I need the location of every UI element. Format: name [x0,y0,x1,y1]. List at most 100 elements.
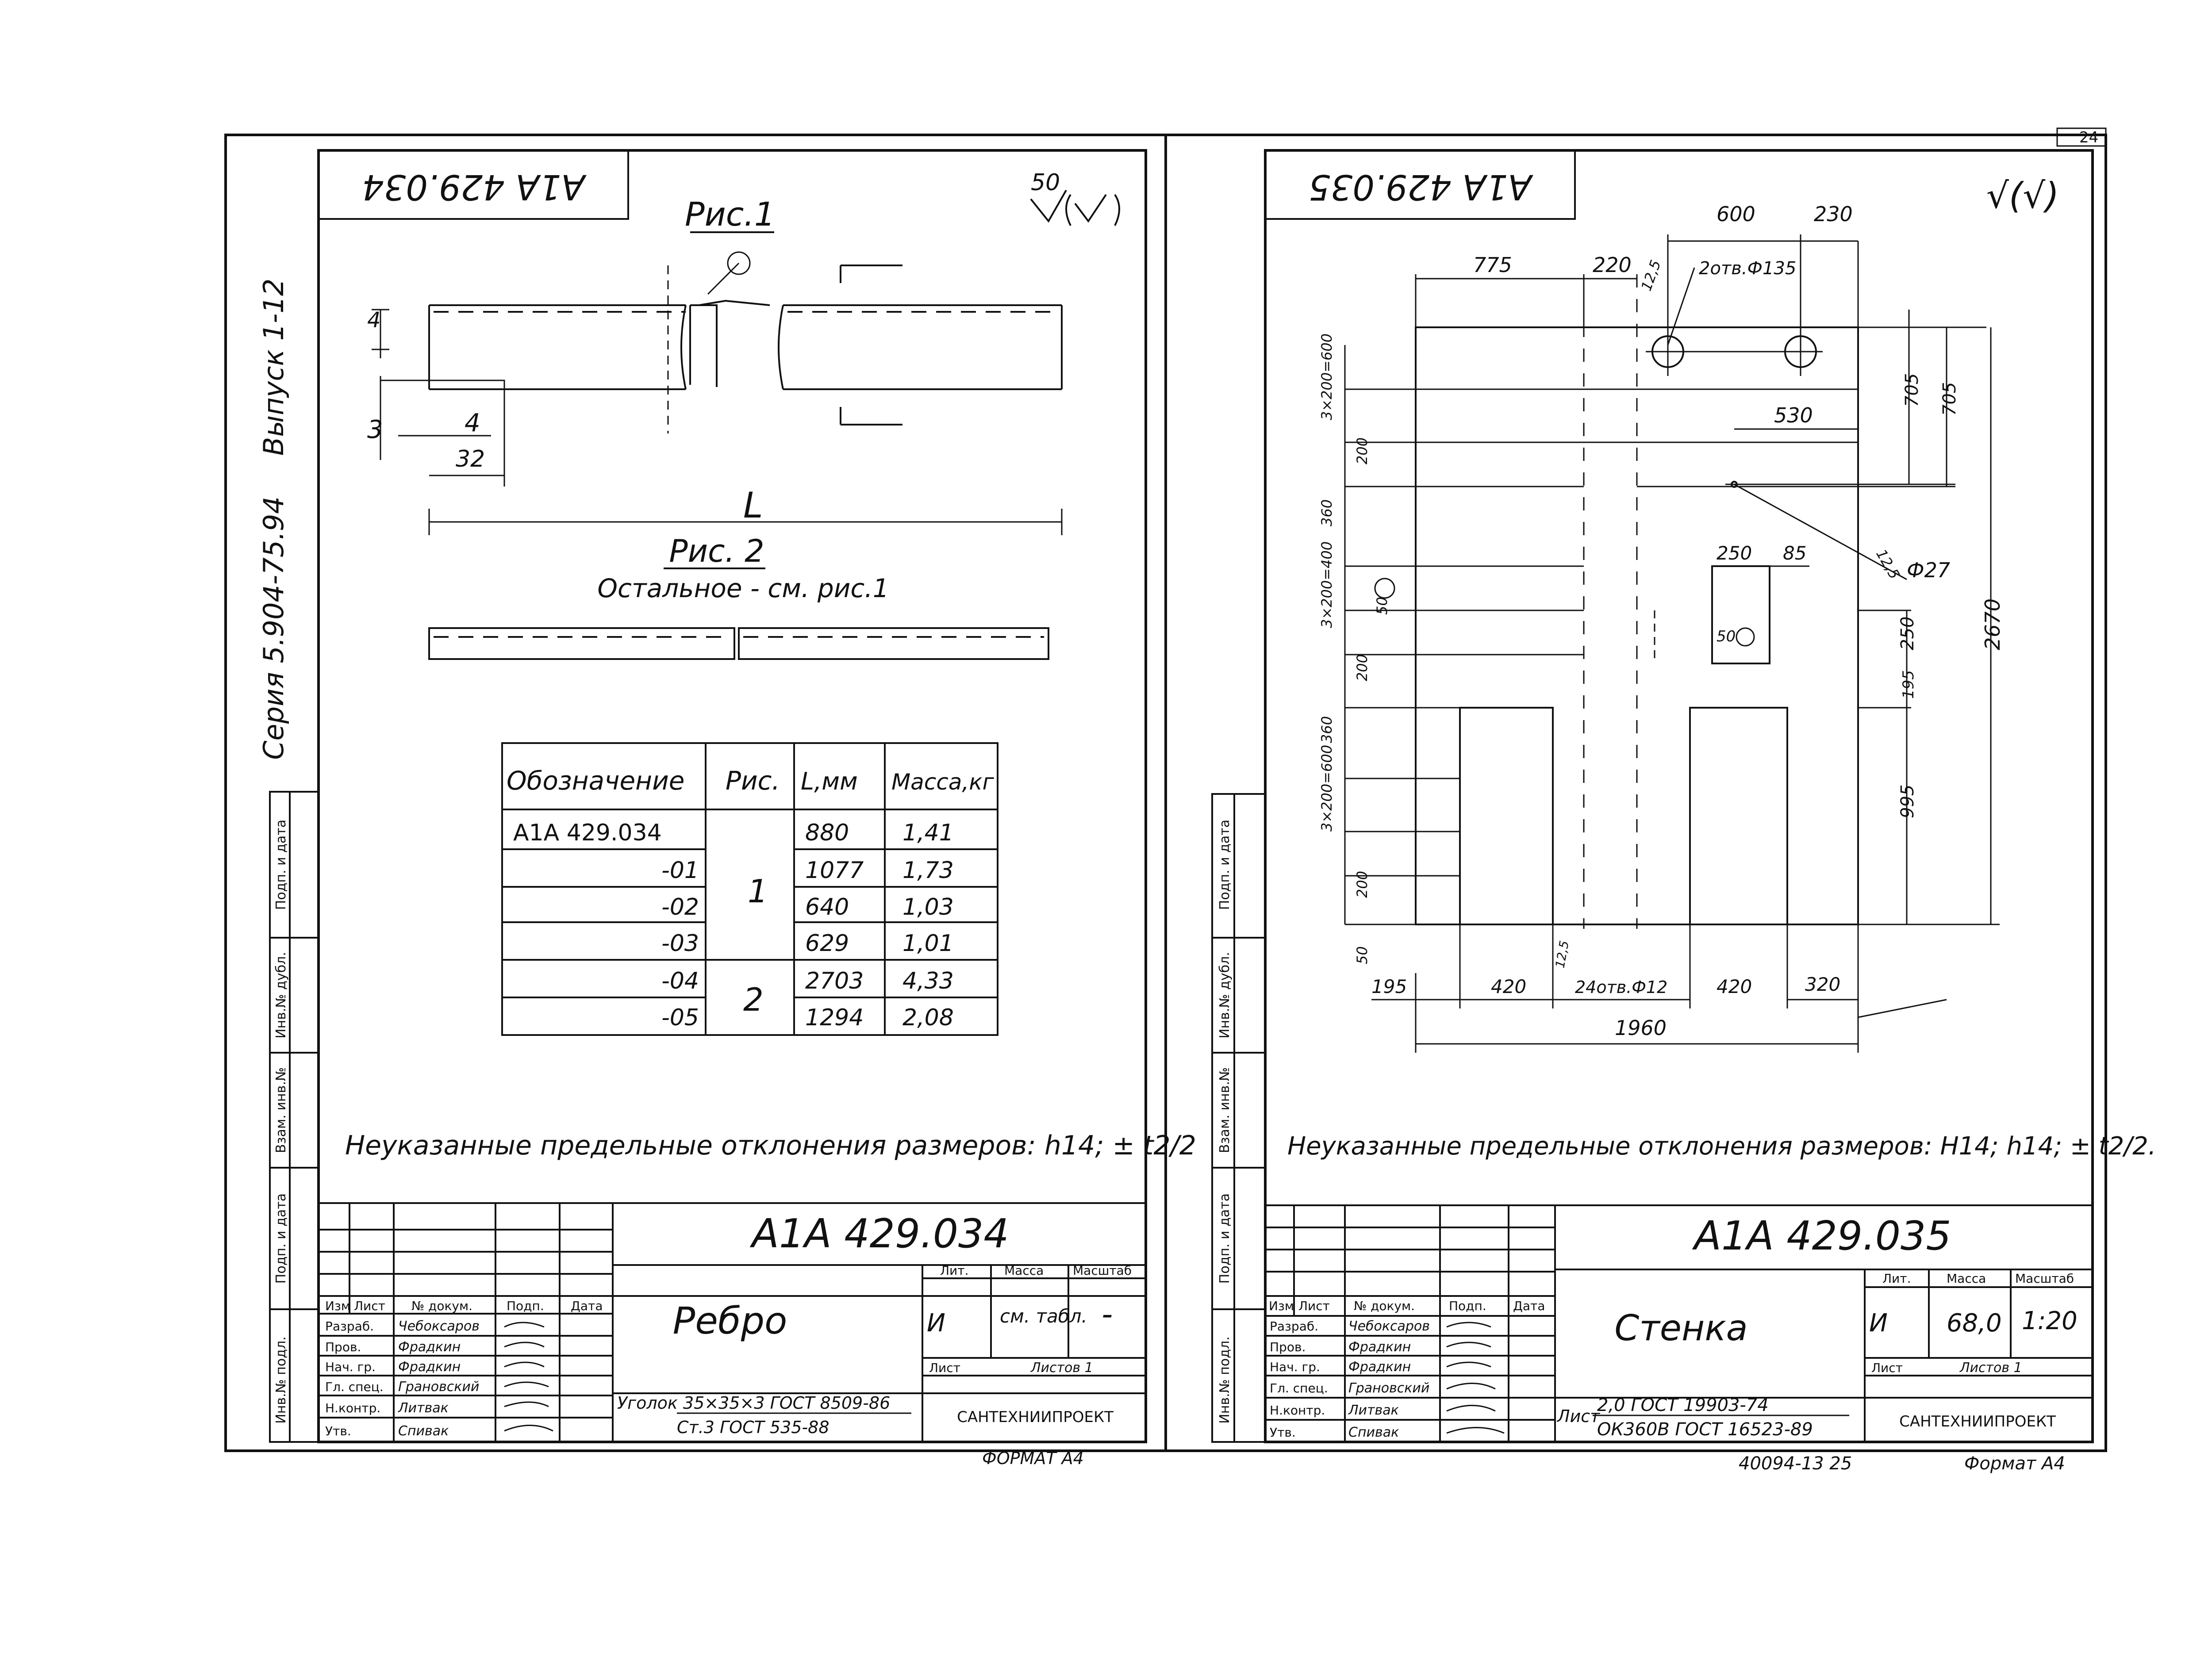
dim-250-v: 250 [1897,617,1918,650]
right-stamp-mass-value: 68,0 [1947,1309,2002,1338]
left-stamp-h-date: Дата [571,1299,603,1313]
right-stamp-role-0: Разраб. [1270,1319,1318,1334]
right-stamp-role-5: Утв. [1270,1425,1296,1440]
left-stamp-name-4: Литвак [398,1400,449,1416]
left-roughness: 50 [1031,169,1060,196]
left-inner-frame [317,149,1147,1443]
right-stamp-h-list: Лист [1298,1299,1330,1313]
right-stamp-title: Стенка [1614,1307,1747,1349]
table-header-fig: Рис. [726,766,780,796]
dim-2670: 2670 [1981,598,2005,650]
right-code-rotated: А1А 429.035 [1309,167,1534,207]
left-stamp-doc-code: А1А 429.034 [749,1211,1009,1257]
right-stamp-name-0: Чебоксаров [1348,1319,1430,1334]
table-row-0-mass: 1,41 [902,820,954,846]
table-row-5-mass: 2,08 [902,1004,954,1031]
right-outer-frame [1164,134,2107,1452]
dim-250-h: 250 [1717,542,1752,564]
dim-b125: 12,5 [1552,939,1571,969]
dim-195-v: 195 [1900,670,1917,699]
right-stamp-role-3: Гл. спец. [1270,1381,1328,1395]
left-stamp-name-2: Фрадкин [398,1359,461,1375]
side-label-3: Инв.№ дубл. [273,952,289,1039]
left-stamp-signatures [504,1322,553,1432]
rough-mark-a: 50 [1374,597,1390,615]
right-stamp-role-4: Н.контр. [1270,1403,1325,1418]
side-label-r0: Инв.№ подл. [1217,1336,1233,1423]
left-stamp-sheets-label: Листов 1 [1030,1360,1093,1376]
fig1-drawing: Рис.1 4 3 4 32 L [367,196,1063,535]
right-title-block: А1А 429.035 Стенка Изм Лист № докум. Под… [1264,1204,2093,1474]
left-stamp-mass-value: см. табл. [1000,1305,1087,1327]
right-stamp-signatures [1446,1322,1505,1434]
right-stamp-material-1: 2,0 ГОСТ 19903-74 [1597,1395,1769,1415]
right-stamp-name-4: Литвак [1348,1403,1399,1418]
side-label-4: Подп. и дата [273,820,289,910]
table-row-0-designation: А1А 429.034 [513,820,662,846]
dim-775: 775 [1473,253,1512,277]
dim-705a: 705 [1902,373,1922,407]
table-fig-group-2: 2 [743,981,764,1018]
right-stamp-name-1: Фрадкин [1348,1339,1411,1355]
left-stamp-role-4: Н.контр. [325,1401,380,1415]
left-stamp-lit-value: И [927,1309,945,1338]
table-header-mass: Масса,кг [891,769,994,795]
left-stamp-scale-label: Масштаб [1073,1263,1132,1278]
table-row-2-length: 640 [805,894,849,920]
fig1-dim-L: L [743,485,763,526]
right-stamp-name-5: Спивак [1348,1425,1399,1440]
fig1-dim-4a: 4 [367,308,381,333]
dim-s2: 200 [1354,437,1371,464]
table-row-3-designation: -03 [661,930,699,957]
left-stamp-scale-value: - [1102,1296,1113,1332]
right-stamp-scale-label: Масштаб [2015,1271,2074,1286]
left-stamp-name-1: Фрадкин [398,1339,461,1355]
left-stamp-mass-label: Масса [1004,1263,1044,1278]
fig1-dim-32: 32 [456,446,485,472]
left-stamp-name-3: Грановский [398,1379,479,1395]
dim-holes-bottom: 24отв.Ф12 [1575,978,1667,997]
left-stamp-sheet-label: Лист [929,1361,960,1375]
side-label-2: Взам. инв.№ [273,1067,289,1153]
left-stamp-role-3: Гл. спец. [325,1380,384,1394]
right-stamp-material-2: ОК360В ГОСТ 16523-89 [1597,1419,1813,1440]
left-table: Обозначение Рис. L,мм Масса,кг А1А 429.0… [501,742,998,1036]
page-number-box [2056,127,2107,147]
side-label-1: Подп. и дата [273,1193,289,1284]
right-sheet: 24 А1А 429.035 √(√) Инв.№ подл. Подп. и … [1164,127,2156,1474]
left-stamp-h-sign: Подп. [507,1299,544,1313]
side-label-r2: Взам. инв.№ [1217,1067,1233,1153]
dim-530: 530 [1774,403,1813,427]
table-row-5-designation: -05 [661,1004,699,1031]
dim-s7: 3×200=600 [1318,745,1335,832]
left-stamp-material-2: Ст.3 ГОСТ 535-88 [677,1418,830,1437]
rough-mark-b: 50 [1717,628,1736,645]
table-row-4-mass: 4,33 [902,968,954,994]
left-code-box [318,150,629,220]
left-sheet: А1А 429.034 50 Серия 5.904-75.94 Выпуск … [224,134,1196,1468]
left-side-stamp: Инв.№ подл. Подп. и дата Взам. инв.№ Инв… [269,791,319,1443]
page-number: 24 [2079,129,2098,146]
table-row-2-designation: -02 [661,894,699,920]
left-stamp-role-5: Утв. [325,1424,351,1438]
table-fig-group-1: 1 [748,873,768,910]
dim-holes-top: 2отв.Ф135 [1699,258,1796,279]
left-stamp-name-5: Спивак [398,1423,449,1439]
right-stamp-material-prefix: Лист [1556,1407,1601,1426]
right-stamp-name-3: Грановский [1348,1380,1429,1396]
side-label-0: Инв.№ подл. [273,1336,289,1423]
right-stamp-mass-label: Масса [1947,1271,1986,1286]
dim-995: 995 [1897,785,1918,818]
left-stamp-role-2: Нач. гр. [325,1360,376,1374]
left-tolerance-note: Неуказанные предельные отклонения размер… [345,1130,1196,1161]
right-stamp-name-2: Фрадкин [1348,1359,1411,1375]
right-stamp-org: САНТЕХНИИПРОЕКТ [1899,1413,2056,1430]
table-row-1-length: 1077 [805,857,864,884]
right-stamp-doc-code: А1А 429.035 [1692,1213,1951,1259]
table-header-length: L,мм [801,767,858,795]
left-stamp-title: Ребро [673,1299,787,1342]
right-stamp-role-1: Пров. [1270,1340,1306,1354]
table-row-5-length: 1294 [805,1004,864,1031]
right-stamp-sheet-label: Лист [1871,1361,1903,1375]
left-issue-stamp: Выпуск 1-12 [257,279,290,456]
